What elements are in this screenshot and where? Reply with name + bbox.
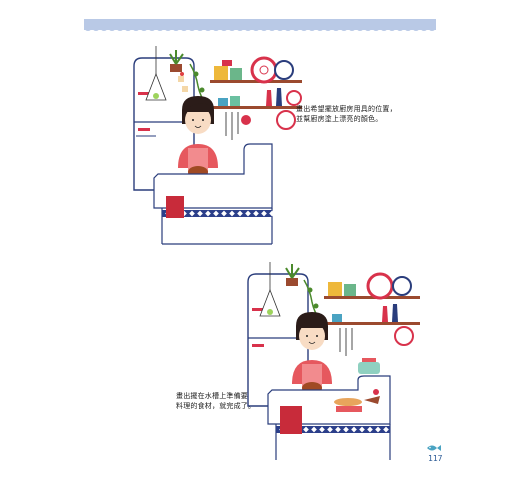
scallop <box>156 27 164 31</box>
tile-diamond <box>221 210 227 217</box>
utensils <box>225 112 251 140</box>
lamp <box>145 46 167 101</box>
scallop <box>228 27 236 31</box>
girl-cooking <box>178 96 218 178</box>
tile-diamond <box>383 426 389 433</box>
tile-diamond <box>327 426 333 433</box>
tile-diamond <box>375 426 381 433</box>
tile-diamond <box>335 426 341 433</box>
scallop <box>188 27 196 31</box>
shelf-bottom <box>210 88 302 130</box>
tile-diamond <box>351 426 357 433</box>
kitchen-illustration-step1 <box>133 46 302 245</box>
scallop <box>236 27 244 31</box>
kitchen-counter <box>267 375 391 460</box>
scallop <box>116 27 124 31</box>
scallop <box>332 27 340 31</box>
tile-diamond <box>319 426 325 433</box>
shelf-top <box>324 272 420 300</box>
scallop <box>196 27 204 31</box>
scallop <box>284 27 292 31</box>
cooking-pot <box>358 358 380 374</box>
scallop <box>140 27 148 31</box>
scallop-edge <box>84 27 436 31</box>
scallop <box>316 27 324 31</box>
scallop <box>124 27 132 31</box>
kitchen-counter <box>153 143 275 245</box>
scallop <box>108 27 116 31</box>
instruction-step2: 畫出擺在水槽上準備要 料理的食材，就完成了。 <box>176 392 256 410</box>
tile-diamond <box>367 426 373 433</box>
tile-diamond <box>213 210 219 217</box>
kitchen-illustration-step2 <box>247 262 420 460</box>
scallop <box>348 27 356 31</box>
food-ingredients <box>334 389 380 412</box>
scallop <box>324 27 332 31</box>
utensils <box>339 328 353 356</box>
tile-diamond <box>229 210 235 217</box>
scallop <box>380 27 388 31</box>
scallop <box>364 27 372 31</box>
tile-diamond <box>237 210 243 217</box>
scallop <box>428 27 436 31</box>
page-number: 117 <box>428 454 443 463</box>
shelf-top <box>210 56 302 84</box>
scallop <box>308 27 316 31</box>
scallop <box>252 27 260 31</box>
scallop <box>220 27 228 31</box>
tile-diamond <box>269 210 275 217</box>
scallop <box>276 27 284 31</box>
tile-diamond <box>359 426 365 433</box>
tile-diamond <box>261 210 267 217</box>
scallop <box>180 27 188 31</box>
tile-diamond <box>205 210 211 217</box>
scallop <box>388 27 396 31</box>
scallop <box>100 27 108 31</box>
wall-notes <box>178 72 188 92</box>
scallop <box>300 27 308 31</box>
scallop <box>340 27 348 31</box>
scallop <box>212 27 220 31</box>
scallop <box>412 27 420 31</box>
header-band <box>84 19 436 31</box>
potted-plant <box>285 264 321 321</box>
lamp <box>259 262 281 317</box>
scallop <box>84 27 92 31</box>
tile-diamond <box>245 210 251 217</box>
tile-diamond <box>343 426 349 433</box>
tile-diamond <box>311 426 317 433</box>
tile-diamond <box>197 210 203 217</box>
scallop <box>372 27 380 31</box>
scallop <box>132 27 140 31</box>
scallop <box>404 27 412 31</box>
fish-icon <box>427 445 441 451</box>
scallop <box>420 27 428 31</box>
scallop <box>164 27 172 31</box>
scallop <box>396 27 404 31</box>
girl-cooking <box>292 312 332 394</box>
scallop <box>268 27 276 31</box>
scallop <box>92 27 100 31</box>
scallop <box>148 27 156 31</box>
shelf-bottom <box>324 304 420 346</box>
scallop <box>244 27 252 31</box>
scallop <box>292 27 300 31</box>
instruction-step1: 畫出希望擺放廚房用具的位置， 並幫廚房塗上漂亮的顏色。 <box>296 105 397 123</box>
scallop <box>260 27 268 31</box>
scallop <box>204 27 212 31</box>
scallop <box>172 27 180 31</box>
scallop <box>356 27 364 31</box>
tile-diamond <box>253 210 259 217</box>
